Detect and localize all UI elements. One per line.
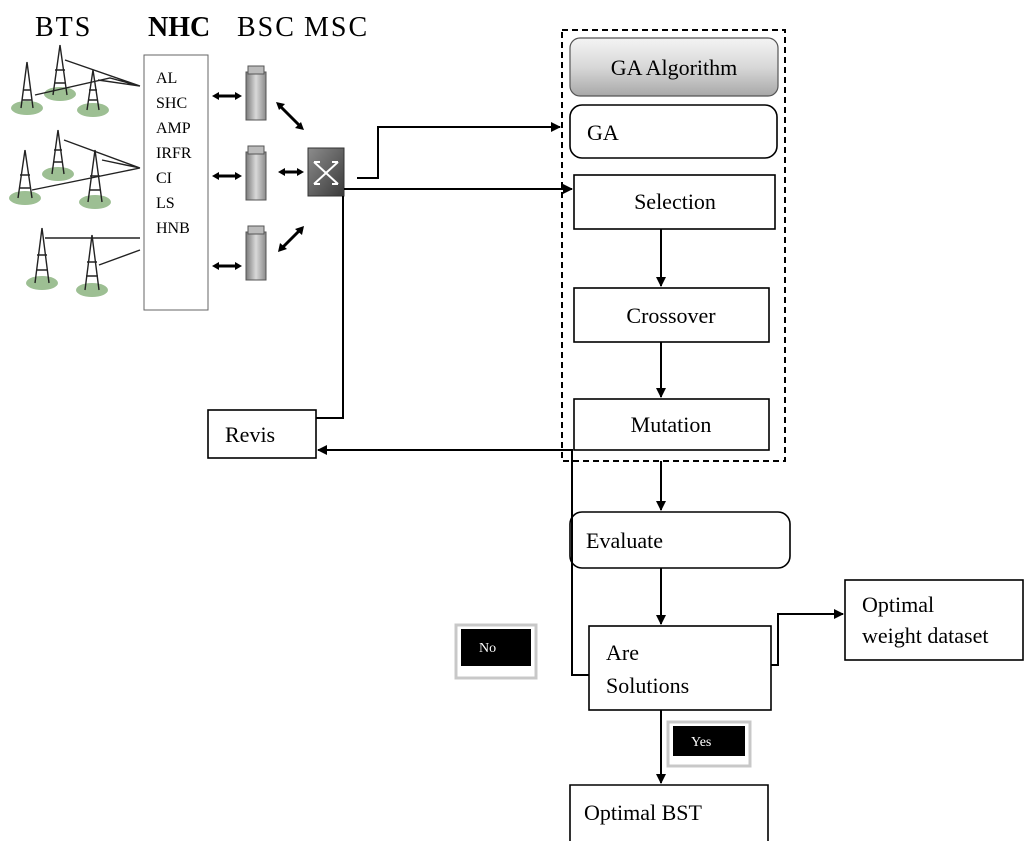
nhc-list: AL SHC AMP IRFR CI LS HNB — [156, 70, 192, 237]
optimal-bst-box: Optimal BST — [569, 784, 769, 841]
ga-label: GA — [587, 120, 619, 145]
are-solutions-box: Are Solutions — [588, 625, 772, 711]
bts-tower-icons — [9, 44, 141, 297]
optimal-weight-box: Optimal weight dataset — [844, 579, 1024, 661]
are-solutions-label-1: Are — [606, 640, 639, 665]
connectors — [316, 122, 844, 784]
nhc-item: IRFR — [156, 145, 192, 162]
evaluate-box: Evaluate — [569, 511, 791, 569]
ga-container — [561, 29, 786, 462]
revis-label: Revis — [225, 422, 275, 447]
msc-header: MSC — [304, 12, 369, 43]
nhc-item: AL — [156, 70, 177, 87]
msc-switch-icon — [307, 147, 345, 197]
mutation-box: Mutation — [573, 398, 770, 451]
mutation-label: Mutation — [631, 412, 712, 437]
bsc-header: BSC — [237, 12, 296, 43]
nhc-item: HNB — [156, 220, 190, 237]
are-solutions-label-2: Solutions — [606, 673, 689, 698]
crossover-box: Crossover — [573, 287, 770, 343]
evaluate-label: Evaluate — [586, 528, 663, 553]
optimal-weight-label-2: weight dataset — [862, 623, 988, 648]
yes-tag: Yes — [666, 720, 752, 768]
no-label: No — [479, 641, 496, 656]
nhc-item: LS — [156, 195, 175, 212]
ga-algorithm-box: GA Algorithm — [569, 37, 779, 97]
revis-box: Revis — [207, 409, 317, 459]
nhc-item: AMP — [156, 120, 191, 137]
nhc-item: CI — [156, 170, 172, 187]
ga-algorithm-label: GA Algorithm — [611, 55, 738, 80]
yes-label: Yes — [691, 735, 711, 750]
ga-box: GA — [569, 104, 778, 159]
nhc-panel — [143, 54, 209, 311]
bts-header: BTS — [35, 12, 92, 43]
selection-label: Selection — [634, 189, 716, 214]
crossover-label: Crossover — [626, 303, 716, 328]
bsc-server-icons — [245, 65, 267, 281]
optimal-weight-label-1: Optimal — [862, 592, 934, 617]
no-tag: No — [454, 623, 538, 680]
optimal-bst-label: Optimal BST — [584, 800, 703, 825]
selection-box: Selection — [573, 174, 776, 230]
bsc-link-arrows — [212, 92, 304, 270]
nhc-item: SHC — [156, 95, 187, 112]
nhc-header: NHC — [148, 12, 210, 43]
